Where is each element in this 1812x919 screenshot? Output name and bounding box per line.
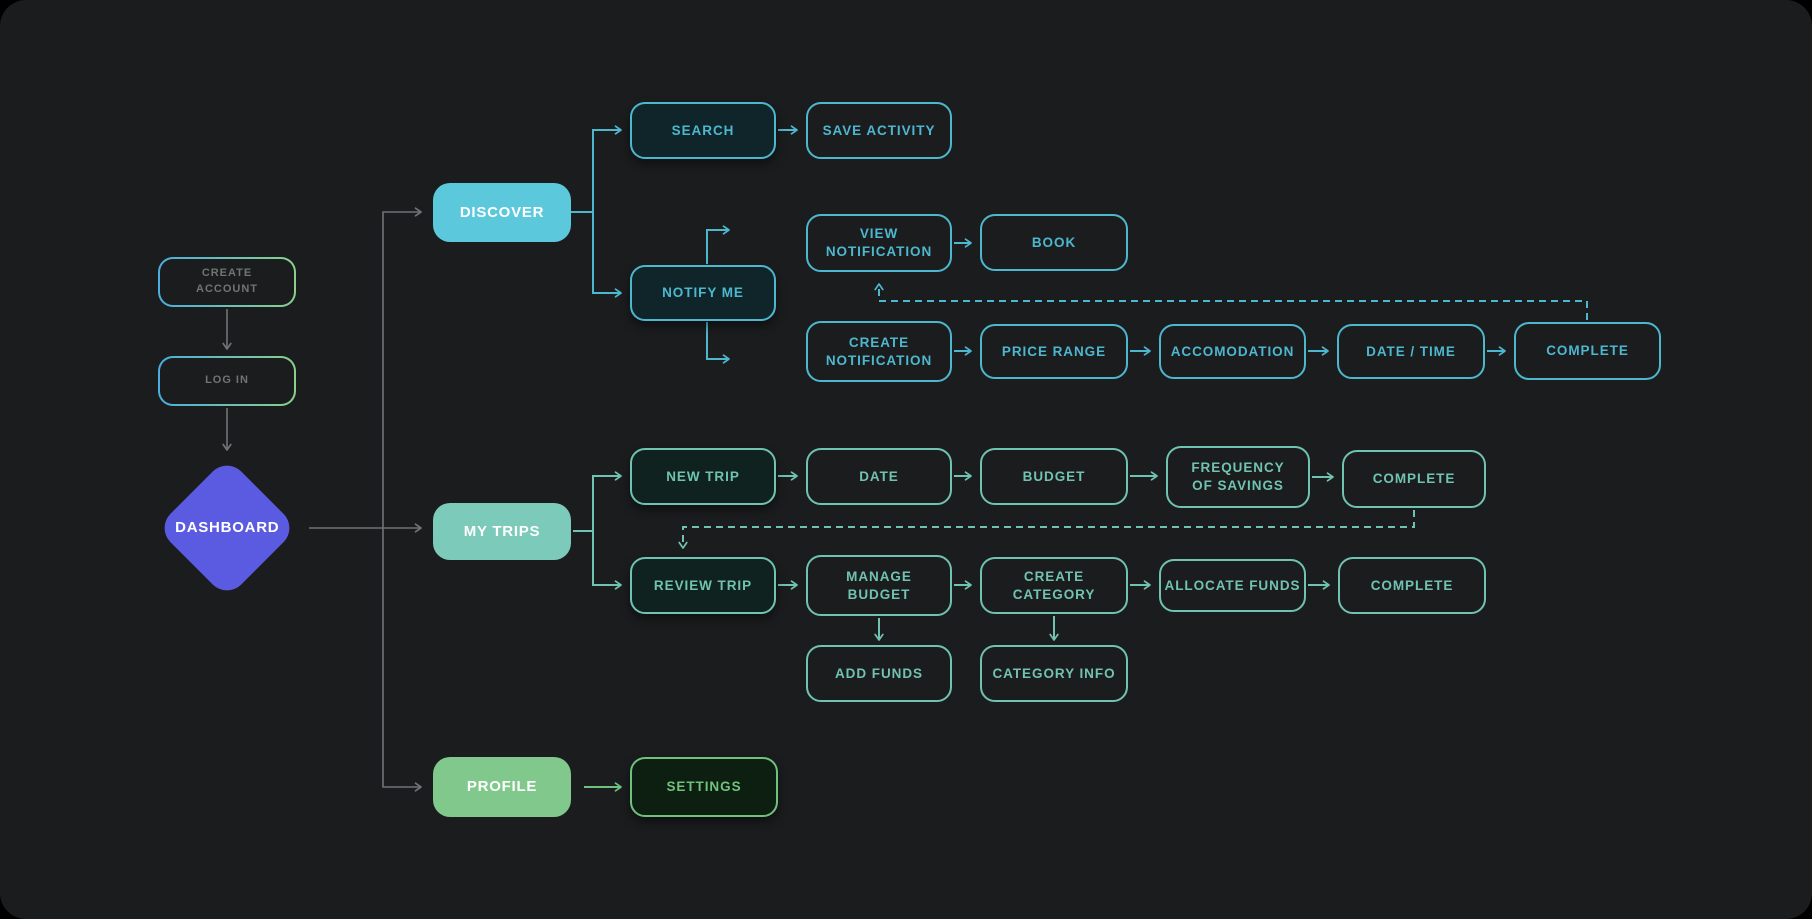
node-complete-review[interactable]: COMPLETE: [1338, 557, 1486, 614]
node-discover[interactable]: DISCOVER: [433, 183, 571, 242]
node-label-new-trip: NEW TRIP: [666, 468, 740, 484]
node-label-add-funds: ADD FUNDS: [834, 665, 923, 681]
node-label-review-trip: REVIEW TRIP: [653, 577, 753, 593]
edge-my-trips-to-new-trip: [592, 471, 622, 531]
node-label-allocate-funds: ALLOCATE FUNDS: [1164, 577, 1301, 593]
node-profile[interactable]: PROFILE: [433, 757, 571, 817]
node-label-discover: DISCOVER: [459, 203, 545, 221]
node-label-complete-new-trip: COMPLETE: [1372, 471, 1456, 487]
node-label-dashboard: DASHBOARD: [174, 519, 280, 537]
node-book[interactable]: BOOK: [980, 214, 1128, 271]
node-date-time[interactable]: DATE / TIME: [1337, 324, 1485, 379]
node-save-activity[interactable]: SAVE ACTIVITY: [806, 102, 952, 159]
edge-my-trips-to-review-trip: [592, 531, 622, 590]
node-review-trip[interactable]: REVIEW TRIP: [630, 557, 776, 614]
node-label-budget: BUDGET: [1022, 468, 1086, 484]
node-view-notification[interactable]: VIEW NOTIFICATION: [806, 214, 952, 272]
node-complete-notification[interactable]: COMPLETE: [1514, 322, 1661, 380]
node-create-notification[interactable]: CREATE NOTIFICATION: [806, 321, 952, 382]
node-log-in[interactable]: LOG IN: [158, 356, 296, 406]
edge-notify-me-to-view-notification: [706, 225, 730, 264]
node-label-create-account: CREATE ACCOUNT: [160, 259, 294, 305]
node-label-log-in: LOG IN: [160, 358, 294, 404]
edge-trunk-to-profile: [382, 528, 422, 792]
node-label-search: SEARCH: [671, 122, 735, 138]
node-label-manage-budget: MANAGE BUDGET: [846, 568, 912, 602]
node-label-complete-notification: COMPLETE: [1546, 343, 1629, 359]
node-my-trips[interactable]: MY TRIPS: [433, 503, 571, 560]
node-label-accomodation: ACCOMODATION: [1170, 343, 1295, 359]
node-category-info[interactable]: CATEGORY INFO: [980, 645, 1128, 702]
node-budget[interactable]: BUDGET: [980, 448, 1128, 505]
node-label-price-range: PRICE RANGE: [1001, 343, 1107, 359]
node-accomodation[interactable]: ACCOMODATION: [1159, 324, 1306, 379]
node-settings[interactable]: SETTINGS: [630, 757, 778, 817]
edge-discover-to-search: [592, 125, 622, 212]
node-label-settings: SETTINGS: [666, 779, 742, 795]
node-frequency-of-savings[interactable]: FREQUENCY OF SAVINGS: [1166, 446, 1310, 508]
node-manage-budget[interactable]: MANAGE BUDGET: [806, 555, 952, 616]
node-allocate-funds[interactable]: ALLOCATE FUNDS: [1159, 559, 1306, 612]
node-label-book: BOOK: [1031, 234, 1077, 250]
node-label-category-info: CATEGORY INFO: [992, 665, 1116, 681]
node-search[interactable]: SEARCH: [630, 102, 776, 159]
node-label-date-time: DATE / TIME: [1366, 343, 1456, 359]
node-new-trip[interactable]: NEW TRIP: [630, 448, 776, 505]
edge-notify-me-to-create-notification: [706, 322, 730, 364]
node-label-save-activity: SAVE ACTIVITY: [822, 122, 936, 138]
node-label-notify-me: NOTIFY ME: [662, 285, 744, 301]
edge-complete-back-to-review-trip: [678, 510, 1415, 549]
node-complete-new-trip[interactable]: COMPLETE: [1342, 450, 1486, 508]
node-label-complete-review: COMPLETE: [1370, 577, 1454, 593]
node-label-profile: PROFILE: [466, 778, 538, 796]
edge-discover-to-notify-me: [592, 212, 622, 298]
edge-trunk-to-discover: [382, 207, 422, 528]
node-create-account[interactable]: CREATE ACCOUNT: [158, 257, 296, 307]
node-price-range[interactable]: PRICE RANGE: [980, 324, 1128, 379]
node-label-create-notification: CREATE NOTIFICATION: [825, 334, 933, 368]
node-label-date: DATE: [859, 468, 899, 484]
node-add-funds[interactable]: ADD FUNDS: [806, 645, 952, 702]
node-notify-me[interactable]: NOTIFY ME: [630, 265, 776, 321]
edge-complete-back-to-view-notification: [874, 283, 1588, 320]
node-create-category[interactable]: CREATE CATEGORY: [980, 557, 1128, 614]
node-label-view-notification: VIEW NOTIFICATION: [825, 226, 933, 259]
node-label-create-category: CREATE CATEGORY: [1012, 568, 1096, 602]
node-label-frequency-of-savings: FREQUENCY OF SAVINGS: [1191, 460, 1285, 493]
node-date[interactable]: DATE: [806, 448, 952, 505]
node-label-my-trips: MY TRIPS: [463, 522, 541, 540]
